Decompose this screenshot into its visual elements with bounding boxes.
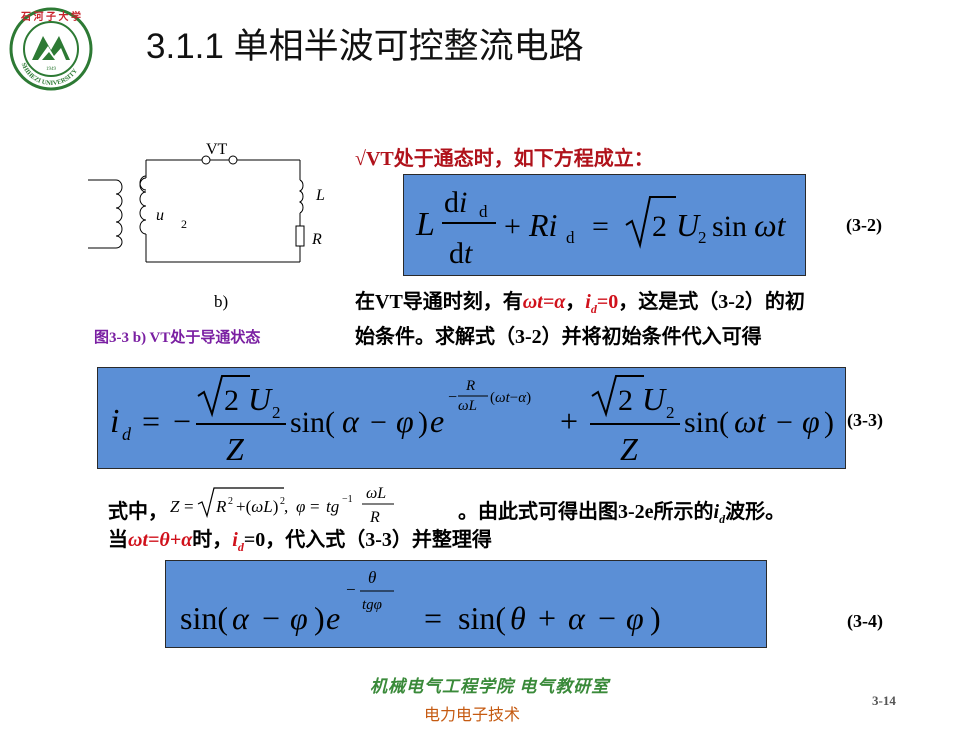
svg-text:φ: φ	[296, 497, 305, 516]
page-number: 3-14	[872, 693, 896, 708]
svg-text:Z: Z	[226, 431, 245, 467]
svg-text:U: U	[676, 207, 701, 243]
svg-text:−: −	[346, 580, 356, 599]
svg-text:α: α	[342, 403, 360, 439]
svg-text:tgφ: tgφ	[362, 597, 382, 613]
intro-text: √VT处于通态时，如下方程成立：	[355, 148, 654, 170]
svg-text:Ri: Ri	[528, 207, 557, 243]
where-clause-suffix: 。由此式可得出图3-2e所示的id波形。	[458, 501, 786, 526]
svg-text:dt: dt	[449, 237, 473, 270]
svg-text:e: e	[326, 600, 340, 636]
svg-text:2: 2	[272, 403, 281, 422]
svg-text:sin: sin	[712, 210, 747, 243]
svg-text:2: 2	[280, 496, 285, 507]
svg-text:−: −	[598, 600, 616, 636]
svg-text:sin(: sin(	[458, 600, 506, 636]
circuit-sublabel: b)	[214, 292, 229, 311]
svg-text:−1: −1	[342, 494, 353, 505]
svg-text:U: U	[248, 381, 273, 417]
svg-text:α: α	[232, 600, 250, 636]
svg-text:e: e	[430, 403, 444, 439]
svg-text:ωt: ωt	[734, 403, 767, 439]
svg-text:−: −	[448, 389, 457, 406]
svg-text:2: 2	[652, 210, 667, 243]
svg-text:): )	[650, 600, 661, 636]
svg-text:d: d	[122, 424, 132, 444]
university-logo: 石 河 子 大 学 1949 SHIHEZI UNIVERSITY	[8, 6, 94, 92]
svg-text:+(ωL): +(ωL)	[236, 497, 278, 516]
svg-text:+: +	[538, 600, 556, 636]
svg-text:R: R	[465, 378, 475, 394]
svg-text:sin(: sin(	[290, 406, 335, 439]
svg-text:−: −	[173, 403, 191, 439]
svg-text:2: 2	[618, 384, 633, 417]
equation-3-3: i d = − 2 U 2 Z sin( α − φ ) e − R ωL (ω…	[97, 367, 846, 469]
svg-text:2: 2	[224, 384, 239, 417]
svg-text:φ: φ	[396, 403, 414, 439]
svg-text:(ωt−α): (ωt−α)	[490, 390, 531, 406]
paragraph-initial-condition: 在VT导通时刻，有ωt=α，id=0，这是式（3-2）的初 始条件。求解式（3-…	[355, 291, 805, 348]
svg-text:u: u	[156, 207, 164, 224]
svg-text:+: +	[504, 210, 521, 243]
svg-text:U: U	[642, 381, 667, 417]
svg-text:R: R	[369, 509, 380, 526]
inline-formula-z-phi: Z = R 2 +(ωL) 2 , φ = tg −1 ωL R	[166, 478, 466, 528]
where-clause: 式中，	[108, 501, 168, 523]
equation-3-2: L di d dt + Ri d = 2 U 2 sin ωt	[403, 174, 806, 276]
svg-text:−: −	[776, 406, 793, 439]
page-title: 3.1.1 单相半波可控整流电路	[146, 27, 584, 66]
svg-text:=: =	[424, 600, 442, 636]
equation-number-3-4: (3-4)	[847, 611, 883, 631]
svg-text:d: d	[566, 228, 575, 247]
svg-text:R: R	[215, 497, 227, 516]
svg-text:i: i	[110, 403, 119, 440]
svg-text:d: d	[479, 202, 488, 221]
svg-text:2: 2	[666, 403, 675, 422]
footer-dept: 机械电气工程学院 电气教研室	[370, 677, 610, 696]
svg-text:=: =	[184, 497, 194, 516]
footer-course: 电力电子技术	[424, 707, 521, 724]
svg-text:ωL: ωL	[366, 485, 386, 502]
svg-text:石 河 子 大 学: 石 河 子 大 学	[20, 10, 81, 23]
svg-text:): )	[824, 406, 834, 439]
svg-text:VT: VT	[206, 141, 228, 158]
svg-text:θ: θ	[510, 600, 526, 636]
svg-text:sin(: sin(	[180, 600, 228, 636]
svg-text:φ: φ	[802, 403, 820, 439]
svg-text:ωt: ωt	[754, 207, 787, 243]
svg-text:L: L	[415, 206, 435, 243]
svg-text:tg: tg	[326, 497, 339, 516]
figure-caption: 图3-3 b) VT处于导通状态	[94, 330, 261, 346]
svg-text:1949: 1949	[46, 67, 57, 72]
svg-text:ωL: ωL	[458, 398, 477, 414]
svg-text:Z: Z	[170, 497, 180, 516]
svg-text:sin(: sin(	[684, 406, 729, 439]
svg-text:φ: φ	[290, 600, 308, 636]
svg-text:α: α	[568, 600, 586, 636]
svg-text:,: ,	[284, 497, 288, 516]
svg-text:di: di	[444, 186, 467, 219]
svg-text:L: L	[315, 187, 325, 204]
equation-number-3-3: (3-3)	[847, 410, 883, 430]
equation-3-4: sin( α − φ ) e − θ tgφ = sin( θ + α − φ …	[165, 560, 767, 648]
svg-text:2: 2	[181, 217, 187, 231]
svg-text:−: −	[370, 406, 387, 439]
svg-text:+: +	[560, 403, 578, 439]
svg-text:θ: θ	[368, 568, 376, 587]
when-clause: 当ωt=θ+α时，id=0，代入式（3-3）并整理得	[108, 529, 492, 554]
svg-text:): )	[314, 600, 325, 636]
circuit-diagram: VT L R u 2	[84, 138, 334, 268]
svg-text:−: −	[262, 600, 280, 636]
svg-text:=: =	[592, 210, 609, 243]
svg-text:R: R	[311, 231, 322, 248]
svg-text:=: =	[310, 497, 320, 516]
svg-text:): )	[418, 406, 428, 439]
svg-text:2: 2	[228, 496, 233, 507]
svg-text:φ: φ	[626, 600, 644, 636]
svg-text:Z: Z	[620, 431, 639, 467]
svg-text:2: 2	[698, 228, 707, 247]
equation-number-3-2: (3-2)	[846, 215, 882, 235]
svg-text:=: =	[142, 403, 160, 439]
